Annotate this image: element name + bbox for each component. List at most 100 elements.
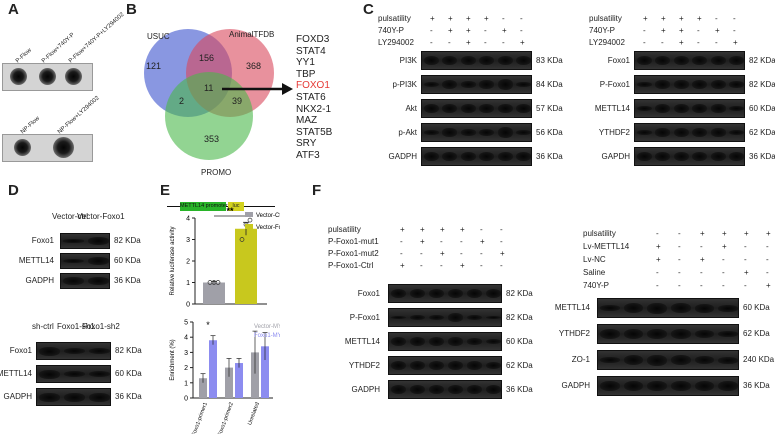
- protein-band: [466, 384, 483, 395]
- blot-strip: [60, 233, 110, 249]
- protein-band: [694, 381, 715, 391]
- venn-set-label: USUC: [147, 32, 170, 41]
- protein-label: P-Foxo1: [599, 79, 630, 89]
- sign-marker: +: [643, 14, 648, 23]
- protein-band: [636, 105, 652, 112]
- kda-label: 36 KDa: [536, 151, 563, 161]
- protein-band: [647, 354, 667, 366]
- protein-band: [623, 303, 644, 313]
- sign-marker: -: [697, 26, 700, 35]
- protein-band: [39, 346, 60, 356]
- condition-label: 740Y-P: [589, 26, 615, 35]
- protein-band: [447, 360, 464, 371]
- sign-marker: +: [448, 26, 453, 35]
- sign-marker: -: [722, 281, 725, 290]
- condition-label: pulsatility: [328, 225, 361, 234]
- blot-strip: [634, 51, 745, 70]
- protein-band: [460, 103, 476, 114]
- blot-strip: [597, 376, 739, 396]
- sign-marker: -: [715, 38, 718, 47]
- protein-band: [479, 128, 495, 137]
- kda-label: 36 KDa: [114, 276, 141, 285]
- kda-label: 82 KDa: [115, 346, 142, 355]
- kda-label: 60 KDa: [749, 103, 775, 113]
- protein-band: [447, 337, 464, 346]
- bar: [225, 367, 233, 398]
- sign-marker: -: [643, 26, 646, 35]
- protein-band: [64, 347, 85, 355]
- sign-marker: -: [460, 249, 463, 258]
- sign-marker: +: [440, 225, 445, 234]
- condition-label: P-Foxo1-Ctrl: [328, 261, 374, 270]
- blot-strip: [60, 253, 110, 269]
- sign-marker: +: [679, 26, 684, 35]
- protein-label: PI3K: [399, 55, 417, 65]
- protein-band: [655, 128, 671, 137]
- sign-marker: -: [722, 268, 725, 277]
- kda-label: 62 KDa: [506, 360, 533, 370]
- protein-band: [673, 127, 689, 138]
- protein-band: [497, 127, 513, 138]
- protein-band: [516, 103, 532, 114]
- sign-marker: +: [679, 14, 684, 23]
- sig-label: *: [206, 320, 210, 330]
- kda-label: 36 KDa: [749, 151, 775, 161]
- kda-label: 62 KDa: [743, 329, 770, 338]
- blot-strip: [634, 123, 745, 142]
- protein-band: [447, 313, 464, 322]
- gene-name: ATF3: [296, 150, 320, 161]
- protein-label: METTL14: [0, 369, 32, 378]
- sign-marker: +: [420, 237, 425, 246]
- protein-label: METTL14: [344, 336, 380, 346]
- sign-marker: -: [656, 281, 659, 290]
- sign-marker: +: [400, 225, 405, 234]
- sign-marker: +: [420, 225, 425, 234]
- blot-strip: [388, 356, 502, 375]
- protein-band: [409, 384, 426, 395]
- sign-marker: +: [766, 229, 771, 238]
- protein-band: [64, 370, 85, 378]
- legend-label: Foxo1-MYC: [254, 333, 280, 339]
- blot-strip: [60, 273, 110, 289]
- blot-strip: [388, 284, 502, 303]
- protein-band: [428, 360, 445, 371]
- lane-label: Vector-ctrl: [52, 212, 89, 221]
- lane-label: P-Flow: [15, 47, 33, 65]
- protein-band: [694, 303, 715, 313]
- protein-band: [692, 127, 708, 138]
- protein-band: [729, 55, 745, 66]
- protein-band: [423, 151, 439, 162]
- y-tick-label: 1: [186, 280, 190, 287]
- protein-band: [64, 392, 85, 402]
- blot-strip: [421, 123, 532, 142]
- protein-band: [636, 130, 652, 135]
- sign-marker: -: [744, 281, 747, 290]
- venn-set-label: PROMO: [201, 168, 232, 177]
- protein-label: p-Akt: [398, 127, 417, 137]
- blot-strip: [36, 342, 111, 360]
- kda-label: 36 KDa: [743, 381, 770, 390]
- protein-band: [729, 129, 745, 136]
- protein-band: [516, 82, 532, 87]
- sign-marker: +: [480, 237, 485, 246]
- protein-band: [423, 103, 439, 114]
- protein-label: p-PI3K: [392, 79, 417, 89]
- sign-marker: -: [480, 225, 483, 234]
- protein-band: [718, 356, 738, 364]
- protein-band: [88, 277, 109, 285]
- y-tick-label: 2: [184, 365, 188, 372]
- sign-marker: -: [656, 229, 659, 238]
- sign-marker: +: [430, 14, 435, 23]
- lane-label: Foxo1-sh1: [57, 322, 95, 331]
- protein-band: [442, 79, 458, 90]
- kda-label: 36 KDa: [115, 392, 142, 401]
- sign-marker: -: [722, 255, 725, 264]
- sign-marker: -: [643, 38, 646, 47]
- protein-band: [428, 288, 445, 299]
- protein-band: [718, 331, 738, 337]
- condition-label: 740Y-P: [583, 281, 609, 290]
- protein-band: [718, 381, 738, 391]
- blot-strip: [36, 365, 111, 383]
- bar: [209, 340, 217, 398]
- kda-label: 60 KDa: [115, 369, 142, 378]
